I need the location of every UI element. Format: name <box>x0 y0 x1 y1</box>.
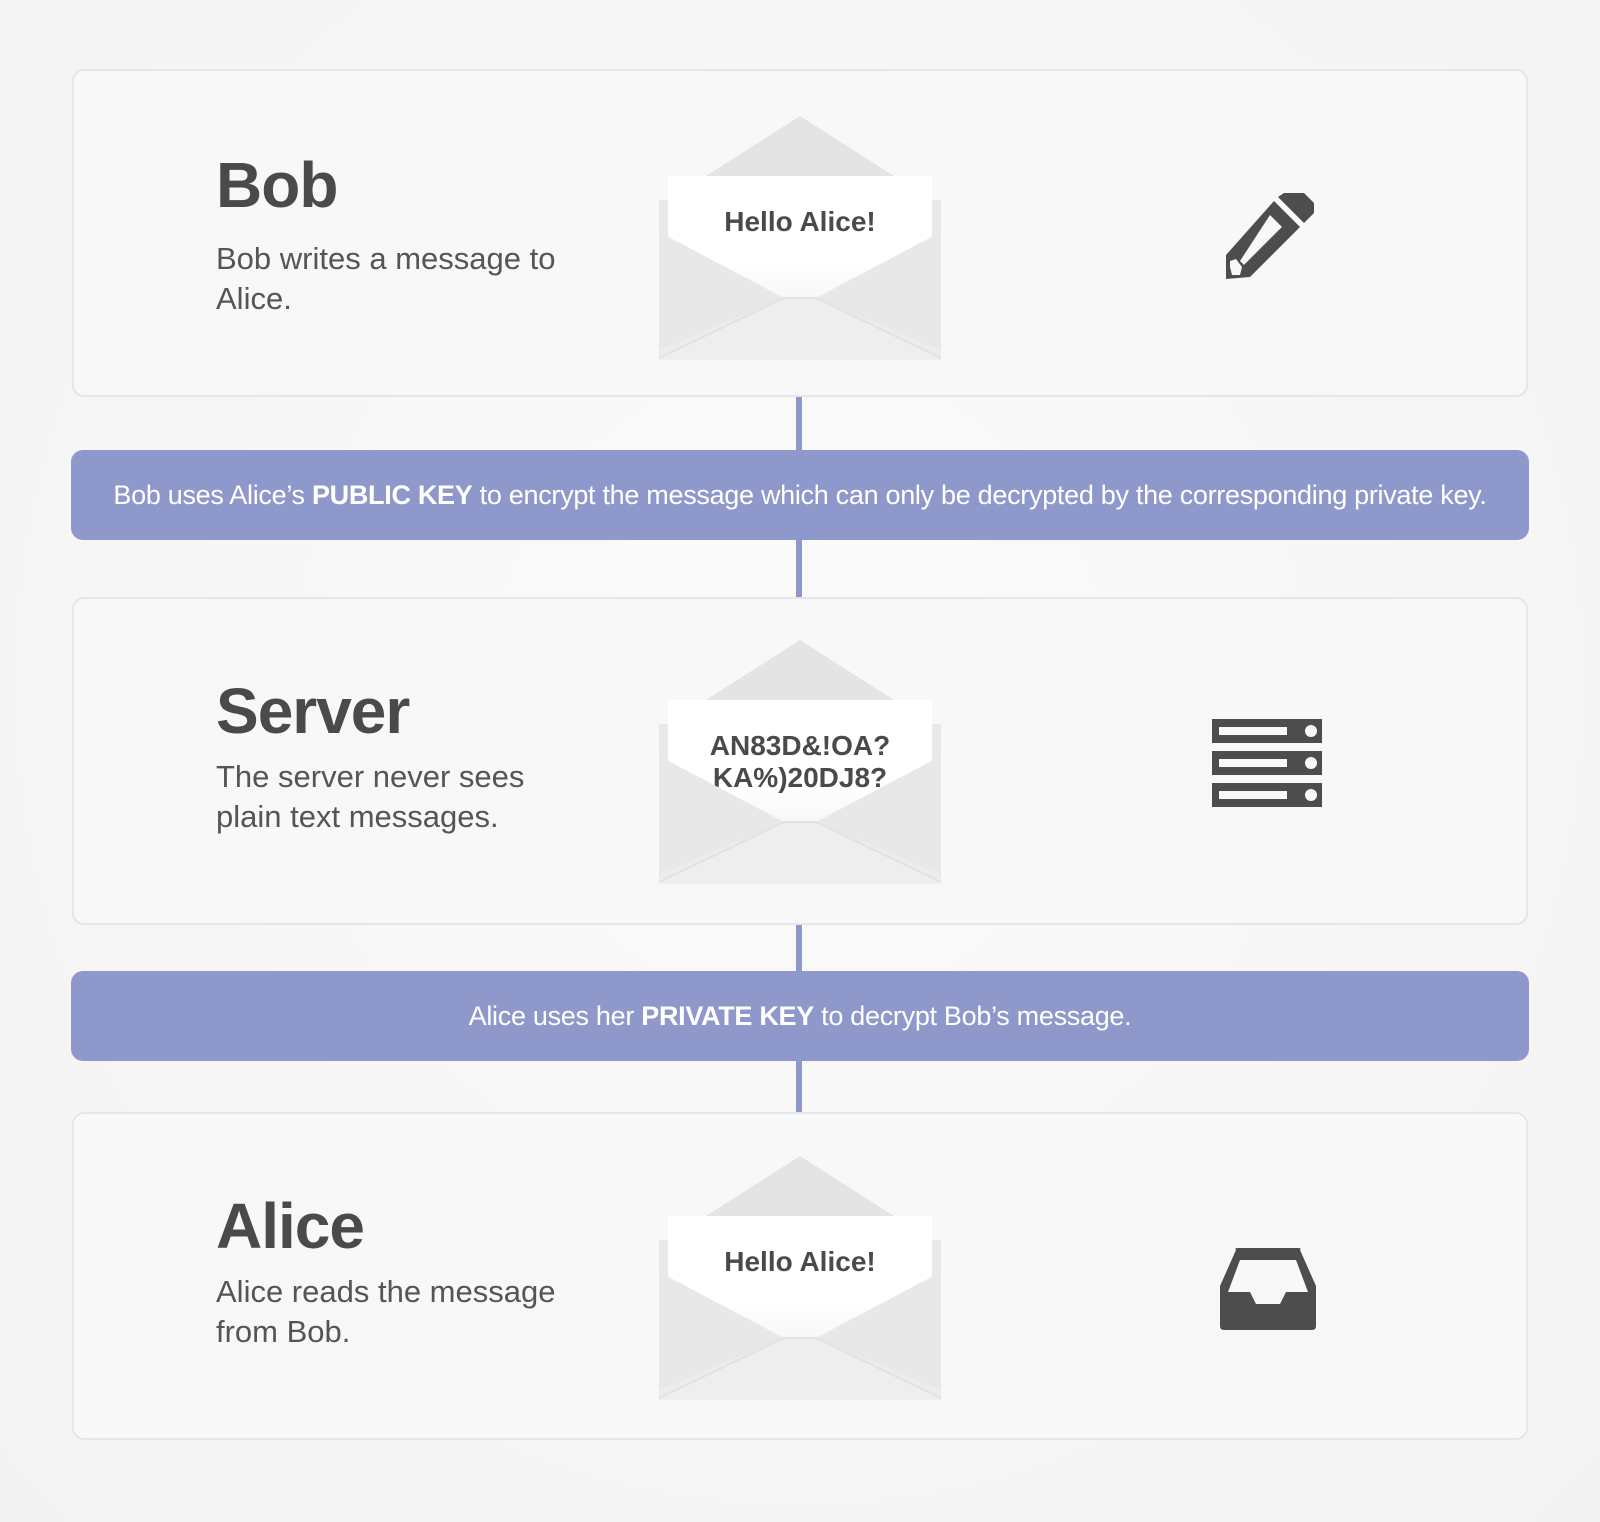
step-title: Bob <box>216 149 338 221</box>
public-key-banner: Bob uses Alice’s PUBLIC KEY to encrypt t… <box>71 450 1529 540</box>
inbox-icon <box>1218 1248 1318 1335</box>
connector-line <box>796 880 802 972</box>
pencil-icon <box>1222 187 1318 288</box>
connector-line <box>796 358 802 454</box>
private-key-banner: Alice uses her PRIVATE KEY to decrypt Bo… <box>71 971 1529 1061</box>
connector-line <box>796 1060 802 1158</box>
envelope-decrypted: Hello Alice! <box>659 1156 941 1400</box>
step-description: Alice reads the message from Bob. <box>216 1274 556 1349</box>
step-title: Alice <box>216 1190 365 1262</box>
banner-text: Bob uses Alice’s PUBLIC KEY to encrypt t… <box>113 479 1487 510</box>
private-key-label: PRIVATE KEY <box>641 1000 814 1031</box>
banner-text: Alice uses her PRIVATE KEY to decrypt Bo… <box>468 1000 1132 1031</box>
step-description: The server never sees plain text message… <box>216 759 525 834</box>
envelope-encrypted: AN83D&!OA? KA%)20DJ8? <box>659 640 941 884</box>
server-icon <box>1212 719 1324 814</box>
step-description: Bob writes a message to Alice. <box>216 241 556 316</box>
envelope-plaintext: Hello Alice! <box>659 116 941 360</box>
connector-line <box>796 540 802 642</box>
step-title: Server <box>216 675 410 747</box>
public-key-label: PUBLIC KEY <box>311 479 473 510</box>
